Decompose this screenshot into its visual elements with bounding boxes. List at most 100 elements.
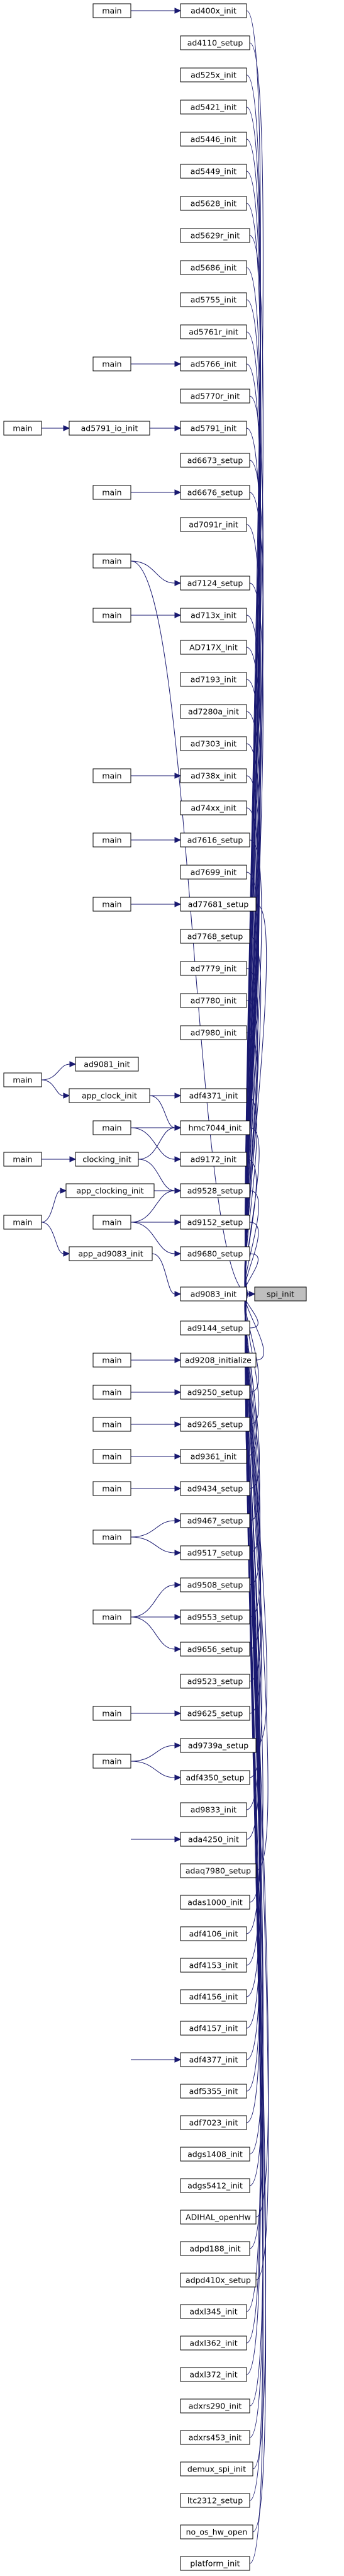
node-ad9508[interactable]: ad9508_setup: [180, 1577, 250, 1592]
node-adxrs453[interactable]: adxrs453_init: [180, 2430, 250, 2445]
node-m9[interactable]: main: [92, 897, 131, 912]
node-ad9361[interactable]: ad9361_init: [180, 1449, 247, 1464]
node-nooshw[interactable]: no_os_hw_open: [180, 2524, 253, 2539]
node-AD717X[interactable]: AD717X_Init: [180, 640, 247, 655]
node-hmc7044[interactable]: hmc7044_init: [180, 1120, 250, 1135]
node-m11[interactable]: main: [92, 1120, 131, 1135]
node-m20[interactable]: main: [92, 1529, 131, 1545]
node-adf4377[interactable]: adf4377_init: [180, 2052, 247, 2067]
node-ad77681[interactable]: ad77681_setup: [180, 897, 257, 912]
node-adf4156[interactable]: adf4156_init: [180, 1989, 247, 2004]
node-ad9528[interactable]: ad9528_setup: [180, 1183, 250, 1198]
node-appclocking[interactable]: app_clocking_init: [65, 1183, 155, 1198]
node-ad9434[interactable]: ad9434_setup: [180, 1481, 250, 1496]
node-ad7124[interactable]: ad7124_setup: [180, 576, 250, 591]
node-spi[interactable]: spi_init: [254, 1286, 307, 1302]
node-m14[interactable]: main: [92, 1215, 131, 1230]
node-ad7768[interactable]: ad7768_setup: [180, 929, 250, 944]
node-m17[interactable]: main: [92, 1417, 131, 1432]
node-m8[interactable]: main: [92, 832, 131, 848]
node-ad7280a[interactable]: ad7280a_init: [180, 704, 247, 719]
node-ad7779[interactable]: ad7779_init: [180, 961, 247, 976]
node-ad7091r[interactable]: ad7091r_init: [180, 517, 247, 532]
node-ad525x[interactable]: ad525x_init: [180, 67, 247, 82]
node-ad7193[interactable]: ad7193_init: [180, 672, 247, 687]
node-ad74xx[interactable]: ad74xx_init: [180, 800, 247, 815]
node-ad6673[interactable]: ad6673_setup: [180, 453, 250, 468]
node-ad9553[interactable]: ad9553_setup: [180, 1609, 250, 1625]
node-adgs1408[interactable]: adgs1408_init: [180, 2147, 250, 2162]
node-ad9517[interactable]: ad9517_setup: [180, 1545, 250, 1560]
node-ad9083[interactable]: ad9083_init: [180, 1286, 247, 1302]
node-adf7023[interactable]: adf7023_init: [180, 2115, 247, 2130]
node-m23[interactable]: main: [92, 1754, 131, 1769]
node-m7[interactable]: main: [92, 768, 131, 783]
node-m6[interactable]: main: [92, 608, 131, 623]
node-m22[interactable]: main: [92, 1706, 131, 1721]
node-ad9523[interactable]: ad9523_setup: [180, 1674, 250, 1689]
node-ad9739a[interactable]: ad9739a_setup: [180, 1738, 257, 1753]
node-ad5421[interactable]: ad5421_init: [180, 99, 247, 115]
node-adf4153[interactable]: adf4153_init: [180, 1958, 247, 1973]
node-adihal[interactable]: ADIHAL_openHw: [180, 2210, 257, 2225]
node-ad5770r[interactable]: ad5770r_init: [180, 389, 250, 404]
node-ltc2312[interactable]: ltc2312_setup: [180, 2493, 250, 2508]
node-ad4110[interactable]: ad4110_setup: [180, 35, 250, 50]
node-ad7699[interactable]: ad7699_init: [180, 865, 247, 880]
node-ad5628[interactable]: ad5628_init: [180, 196, 247, 211]
node-ad9172[interactable]: ad9172_init: [180, 1152, 247, 1167]
node-ad7980[interactable]: ad7980_init: [180, 1025, 247, 1040]
node-m15[interactable]: main: [92, 1353, 131, 1368]
node-ad713x[interactable]: ad713x_init: [180, 608, 247, 623]
node-m18[interactable]: main: [92, 1449, 131, 1464]
node-ad9081[interactable]: ad9081_init: [75, 1057, 139, 1072]
node-m4[interactable]: main: [92, 485, 131, 500]
node-ad5791[interactable]: ad5791_init: [180, 421, 247, 436]
node-ad5755[interactable]: ad5755_init: [180, 292, 247, 307]
node-adxl372[interactable]: adxl372_init: [180, 2367, 247, 2382]
node-adf4350[interactable]: adf4350_setup: [180, 1770, 250, 1785]
node-ad9152[interactable]: ad9152_setup: [180, 1215, 250, 1230]
node-m10[interactable]: main: [3, 1072, 42, 1087]
node-adf5355[interactable]: adf5355_init: [180, 2084, 247, 2099]
node-m13[interactable]: main: [3, 1215, 42, 1230]
node-adf4371[interactable]: adf4371_init: [180, 1088, 247, 1103]
node-ad7780[interactable]: ad7780_init: [180, 993, 247, 1008]
node-adaq7980[interactable]: adaq7980_setup: [180, 1863, 257, 1878]
node-demux[interactable]: demux_spi_init: [180, 2461, 253, 2477]
node-ad9656[interactable]: ad9656_setup: [180, 1642, 250, 1657]
node-adxrs290[interactable]: adxrs290_init: [180, 2398, 250, 2414]
node-ad5629r[interactable]: ad5629r_init: [180, 228, 250, 243]
node-adpd188[interactable]: adpd188_init: [180, 2241, 250, 2256]
node-ad9208[interactable]: ad9208_initialize: [180, 1353, 257, 1368]
node-m3[interactable]: main: [3, 421, 42, 436]
node-adf4157[interactable]: adf4157_init: [180, 2021, 247, 2036]
node-ad5791io[interactable]: ad5791_io_init: [69, 421, 150, 436]
node-ad5766[interactable]: ad5766_init: [180, 356, 247, 372]
node-ad400x[interactable]: ad400x_init: [180, 3, 247, 18]
node-clocking[interactable]: clocking_init: [75, 1152, 139, 1167]
node-ad9265[interactable]: ad9265_setup: [180, 1417, 250, 1432]
node-ad738x[interactable]: ad738x_init: [180, 768, 247, 783]
node-ad9467[interactable]: ad9467_setup: [180, 1513, 250, 1528]
node-ad6676[interactable]: ad6676_setup: [180, 485, 250, 500]
node-ad7303[interactable]: ad7303_init: [180, 736, 247, 751]
node-adgs5412[interactable]: adgs5412_init: [180, 2178, 250, 2193]
node-adf4106[interactable]: adf4106_init: [180, 1926, 247, 1941]
node-adxl345[interactable]: adxl345_init: [180, 2304, 247, 2319]
node-m2[interactable]: main: [92, 356, 131, 372]
node-m12[interactable]: main: [3, 1152, 42, 1167]
node-adas1000[interactable]: adas1000_init: [180, 1895, 250, 1910]
node-ad5686[interactable]: ad5686_init: [180, 260, 247, 275]
node-appclk[interactable]: app_clock_init: [69, 1088, 150, 1103]
node-ad9833[interactable]: ad9833_init: [180, 1802, 247, 1817]
node-platform[interactable]: platform_init: [180, 2556, 250, 2571]
node-ad5761r[interactable]: ad5761r_init: [180, 324, 247, 339]
node-ad9144[interactable]: ad9144_setup: [180, 1320, 250, 1336]
node-ad9625[interactable]: ad9625_setup: [180, 1706, 250, 1721]
node-appad9083[interactable]: app_ad9083_init: [69, 1246, 153, 1261]
node-ad9250[interactable]: ad9250_setup: [180, 1385, 250, 1400]
node-m1[interactable]: main: [92, 3, 131, 18]
node-ada4250[interactable]: ada4250_init: [180, 1832, 247, 1847]
node-ad7616[interactable]: ad7616_setup: [180, 832, 250, 848]
